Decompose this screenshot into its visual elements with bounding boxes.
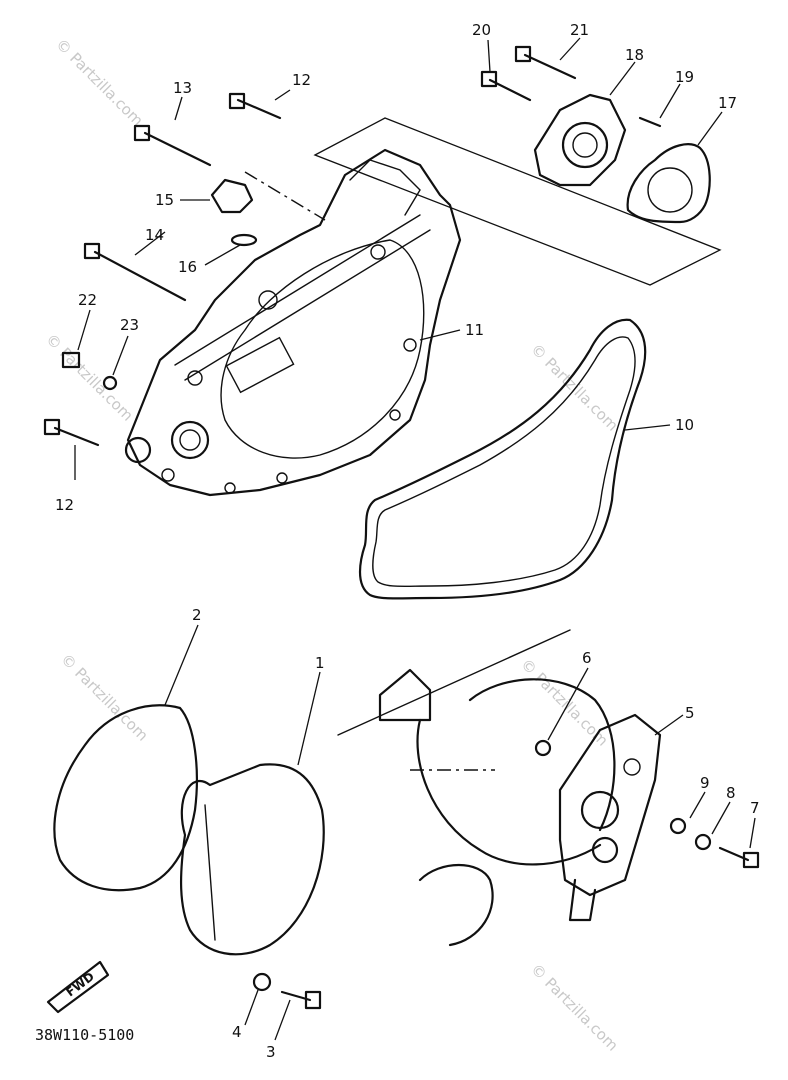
part-12-bolt-lower: [53, 426, 100, 447]
part-9-washer: [669, 817, 687, 835]
callout-1: 1: [315, 654, 325, 672]
watermark-1: © Partzilla.com: [52, 35, 147, 130]
callouts: 13 12 15 14 16 22 23 12 11 10 20 21 18 1…: [55, 21, 760, 1061]
part-15-oil-cap: [210, 178, 254, 214]
part-3-bolt-head: [304, 990, 322, 1010]
callout-6: 6: [582, 649, 592, 667]
callout-13: 13: [173, 79, 192, 97]
engine-block: [337, 629, 616, 947]
bolts-upper: [43, 45, 662, 447]
callout-21: 21: [570, 21, 589, 39]
part-7-bolt-head: [742, 851, 760, 869]
callout-23: 23: [120, 316, 139, 334]
part-8-washer: [694, 833, 712, 851]
watermark-3: © Partzilla.com: [527, 340, 622, 435]
callout-5: 5: [685, 704, 695, 722]
part-5-water-pump-housing: [558, 713, 662, 922]
diagram-code: 38W110-5100: [35, 1026, 134, 1044]
dashline-upper: [244, 171, 326, 221]
callout-8: 8: [726, 784, 736, 802]
part-1-magneto-cover: [180, 763, 325, 956]
leader-lines: [74, 37, 756, 1041]
callout-17: 17: [718, 94, 737, 112]
part-10-gasket-inner: [372, 336, 636, 588]
part-11-crankcase-cover: [124, 148, 462, 497]
watermark-2: © Partzilla.com: [42, 330, 137, 425]
part-17-gasket-hole: [647, 167, 693, 213]
callout-2: 2: [192, 606, 202, 624]
part-6-washer: [534, 739, 552, 757]
fwd-arrow: FWD: [46, 960, 110, 1014]
part-21-bolt: [523, 53, 577, 80]
callout-7: 7: [750, 799, 760, 817]
callout-9: 9: [700, 774, 710, 792]
callout-20: 20: [472, 21, 491, 39]
watermark-4: © Partzilla.com: [57, 650, 152, 745]
part-18-pump-cover: [533, 93, 627, 187]
callout-12-lower: 12: [55, 496, 74, 514]
part-13-bolt: [143, 131, 212, 167]
callout-19: 19: [675, 68, 694, 86]
callout-12-upper: 12: [292, 71, 311, 89]
part-4-washer: [252, 972, 272, 992]
callout-18: 18: [625, 46, 644, 64]
callout-3: 3: [266, 1043, 276, 1061]
callout-10: 10: [675, 416, 694, 434]
part-10-gasket: [358, 318, 647, 600]
part-23-washer: [102, 375, 118, 391]
callout-22: 22: [78, 291, 97, 309]
part-22-bolt: [61, 351, 81, 369]
part-16-o-ring: [230, 233, 258, 247]
part-19-pin: [638, 116, 662, 128]
callout-16: 16: [178, 258, 197, 276]
callout-4: 4: [232, 1023, 242, 1041]
callout-14: 14: [145, 226, 164, 244]
callout-11: 11: [465, 321, 484, 339]
part-17-gasket: [626, 143, 711, 224]
callout-15: 15: [155, 191, 174, 209]
watermark-6: © Partzilla.com: [527, 960, 622, 1055]
part-2-gasket: [53, 704, 198, 892]
watermarks: © Partzilla.com © Partzilla.com © Partzi…: [42, 35, 622, 1055]
part-14-bolt: [93, 250, 187, 302]
pump-frame: [313, 117, 722, 286]
